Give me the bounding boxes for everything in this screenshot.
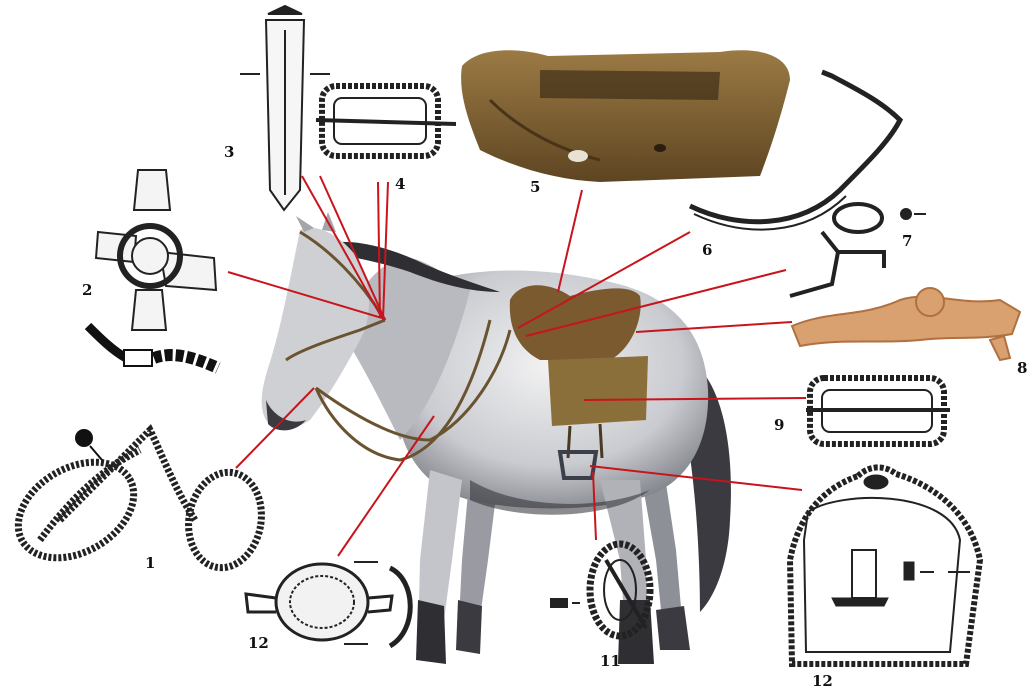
label-2: 2 — [82, 283, 92, 298]
label-3: 3 — [224, 145, 234, 160]
label-5: 5 — [530, 180, 540, 195]
strap-end-drawing — [240, 6, 330, 210]
label-9: 9 — [774, 418, 784, 433]
saddle-tree-photo — [461, 50, 790, 182]
label-11: 11 — [600, 654, 621, 669]
buckle-drawing-right — [806, 378, 950, 444]
label-12-left: 12 — [248, 636, 269, 651]
label-1: 1 — [145, 556, 155, 571]
loop-fitting-drawing — [790, 204, 926, 296]
stirrup-drawing — [790, 467, 980, 664]
bit-drawing — [1, 430, 268, 577]
buckle-drawing-top — [316, 86, 456, 156]
label-12-right: 12 — [812, 674, 833, 689]
cross-connector-drawing — [96, 170, 216, 330]
label-6: 6 — [702, 243, 712, 258]
strap-section-drawing — [88, 326, 218, 368]
label-8: 8 — [1017, 361, 1027, 376]
label-7: 7 — [902, 234, 912, 249]
section-dot — [75, 429, 93, 447]
round-plaque-drawing — [246, 562, 410, 646]
label-4: 4 — [395, 177, 405, 192]
rusted-fragment-photo — [792, 288, 1020, 360]
